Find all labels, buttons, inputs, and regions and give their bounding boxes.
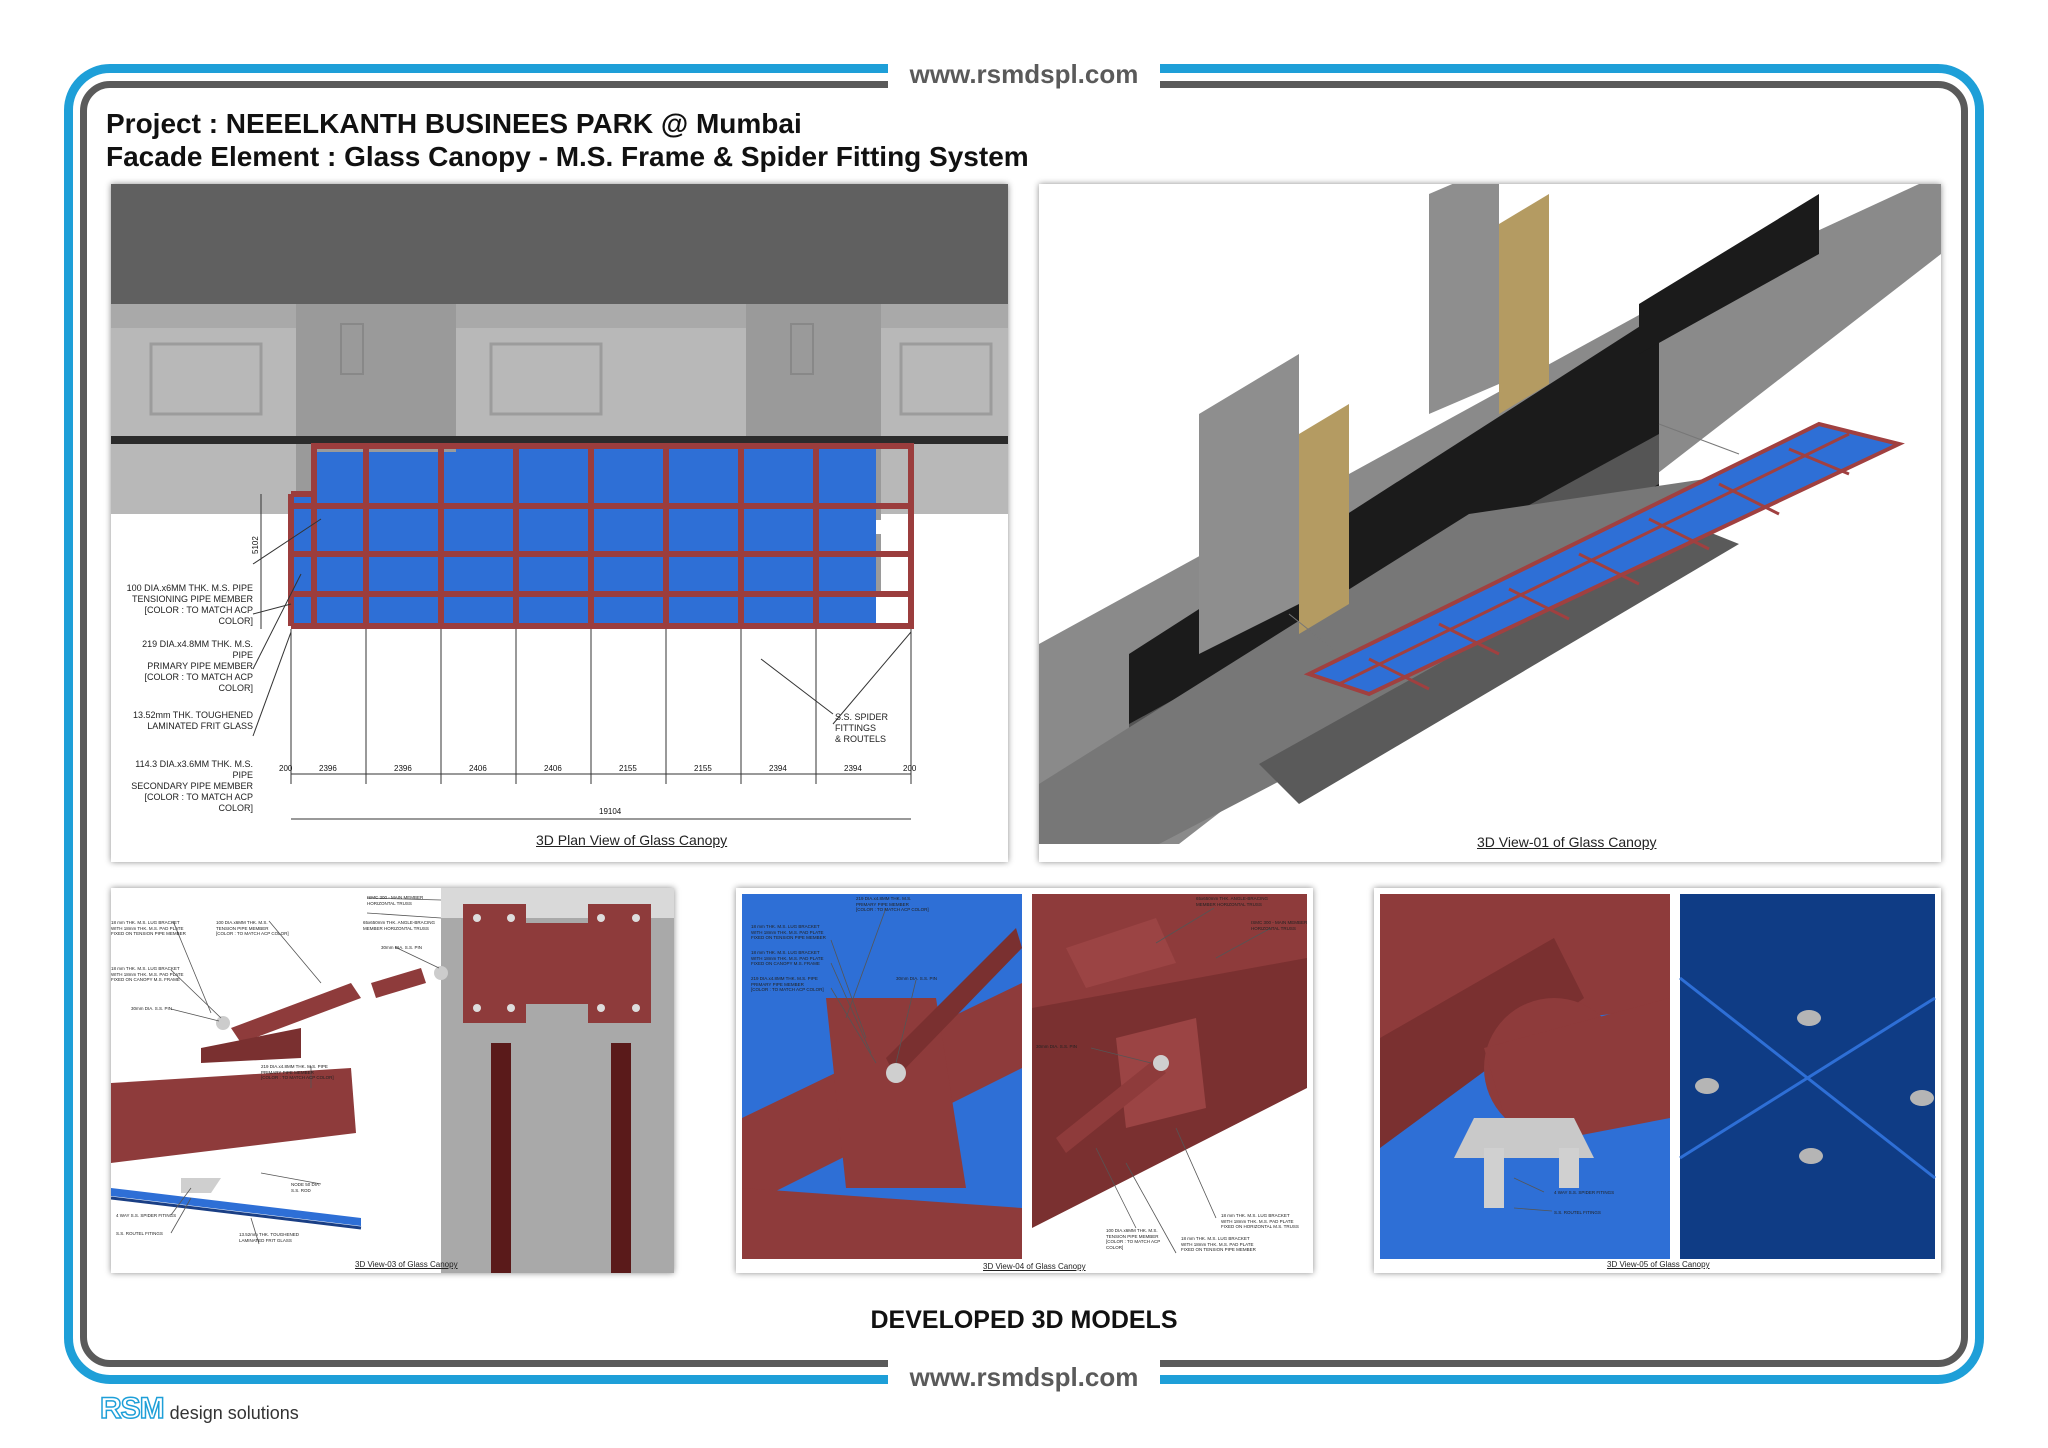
v4-label-a: 219 DIA.x4.8MM THK. M.S.PRIMARY PIPE MEM… bbox=[856, 896, 929, 912]
logo-mark: RSM bbox=[99, 1392, 165, 1425]
v3-label-k: S.S. ROUTEL FITINGS bbox=[116, 1231, 163, 1236]
view01-panel: 3D View-01 of Glass Canopy bbox=[1039, 184, 1941, 862]
dim-1: 2396 bbox=[319, 764, 337, 773]
company-logo[interactable]: RSM design solutions bbox=[99, 1392, 299, 1425]
dimension-row: 200 2396 2396 2406 2406 2155 2155 2394 2… bbox=[279, 764, 916, 776]
dim-8: 2394 bbox=[844, 764, 862, 773]
view03-drawing bbox=[111, 888, 674, 1273]
height-dimension: 5102 bbox=[251, 536, 260, 554]
dim-3: 2406 bbox=[469, 764, 487, 773]
v4-label-e: 30mm DIA. S.S. PIN bbox=[896, 976, 938, 981]
view04-drawing bbox=[736, 888, 1313, 1273]
dim-6: 2155 bbox=[694, 764, 712, 773]
view05-caption: 3D View-05 of Glass Canopy bbox=[1607, 1260, 1710, 1269]
logo-text: design solutions bbox=[169, 1403, 299, 1423]
v3-label-i: NODE 50 DIA.S.S. ROD bbox=[291, 1182, 321, 1193]
dim-9: 200 bbox=[903, 764, 917, 773]
v4-label-h: 30mm DIA. S.S. PIN bbox=[1036, 1044, 1078, 1049]
v3-label-e: 30mm DIA. S.S. PIN bbox=[381, 945, 423, 950]
dim-4: 2406 bbox=[544, 764, 562, 773]
label-primary-pipe: 219 DIA.x4.8MM THK. M.S. PIPE PRIMARY PI… bbox=[142, 639, 253, 693]
label-tensioning-pipe: 100 DIA.x6MM THK. M.S. PIPE TENSIONING P… bbox=[126, 583, 253, 626]
view01-caption: 3D View-01 of Glass Canopy bbox=[1477, 834, 1657, 850]
plan-view-drawing bbox=[111, 184, 1008, 820]
view04-panel: 219 DIA.x4.8MM THK. M.S.PRIMARY PIPE MEM… bbox=[736, 888, 1313, 1273]
site-url-bottom[interactable]: www.rsmdspl.com bbox=[888, 1358, 1160, 1396]
facade-element-title: Facade Element : Glass Canopy - M.S. Fra… bbox=[106, 141, 1029, 172]
site-url-top[interactable]: www.rsmdspl.com bbox=[888, 55, 1160, 93]
v5-label-b: S.S. ROUTEL FITINGS bbox=[1554, 1210, 1601, 1215]
dim-0: 200 bbox=[279, 764, 293, 773]
v3-label-b: 100 DIA.x6MM THK. M.S.TENSION PIPE MEMBE… bbox=[216, 920, 289, 936]
v3-label-g: 30mm DIA. S.S. PIN bbox=[131, 1006, 173, 1011]
v5-label-a: 4 WAY S.S. SPIDER FITINGS bbox=[1554, 1190, 1615, 1195]
view05-panel: 4 WAY S.S. SPIDER FITINGS S.S. ROUTEL FI… bbox=[1374, 888, 1941, 1273]
plan-view-caption: 3D Plan View of Glass Canopy bbox=[536, 832, 728, 848]
label-frit-glass: 13.52mm THK. TOUGHENED LAMINATED FRIT GL… bbox=[132, 710, 253, 731]
project-title: Project : NEEELKANTH BUSINEES PARK @ Mum… bbox=[106, 108, 802, 139]
v4-label-j: 100 DIA.x6MM THK. M.S.TENSION PIPE MEMBE… bbox=[1106, 1228, 1161, 1250]
dim-5: 2155 bbox=[619, 764, 637, 773]
total-dimension: 19104 bbox=[599, 807, 622, 816]
label-secondary-pipe: 114.3 DIA.x3.6MM THK. M.S. PIPE SECONDAR… bbox=[131, 759, 253, 813]
view01-drawing bbox=[1039, 184, 1941, 862]
dim-2: 2396 bbox=[394, 764, 412, 773]
plan-view-panel: 100 DIA.x6MM THK. M.S. PIPE TENSIONING P… bbox=[111, 184, 1008, 862]
dim-7: 2394 bbox=[769, 764, 787, 773]
view05-drawing bbox=[1374, 888, 1941, 1273]
label-spider-fittings: S.S. SPIDER FITTINGS & ROUTELS bbox=[835, 712, 889, 744]
footer-title: DEVELOPED 3D MODELS bbox=[870, 1306, 1178, 1334]
view03-caption: 3D View-03 of Glass Canopy bbox=[355, 1260, 458, 1269]
view04-caption: 3D View-04 of Glass Canopy bbox=[983, 1262, 1086, 1271]
v3-label-j: 4 WAY S.S. SPIDER FITINGS bbox=[116, 1213, 177, 1218]
